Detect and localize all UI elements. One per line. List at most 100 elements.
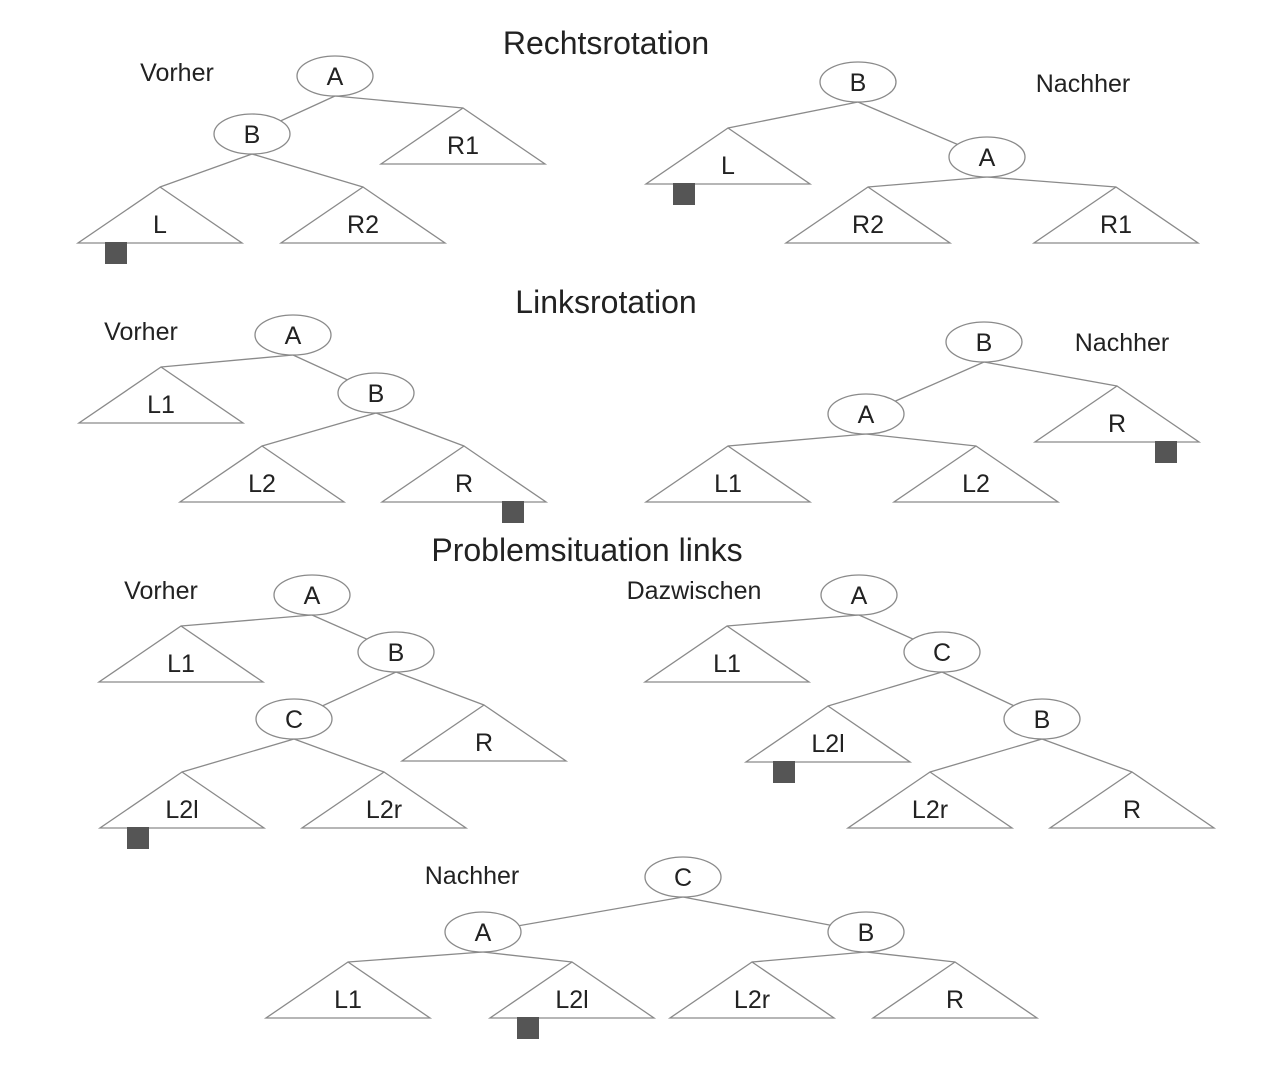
subtree: L2l xyxy=(743,705,913,783)
subtree: L2 xyxy=(177,445,347,503)
node-label: B xyxy=(858,919,875,947)
node-ellipse xyxy=(1003,698,1081,740)
subtree-triangle xyxy=(278,186,448,244)
node-label: A xyxy=(475,919,492,947)
tree-edge xyxy=(395,671,485,706)
subtree-triangle xyxy=(1047,771,1217,829)
tree-node: A xyxy=(273,574,351,616)
subtree-label: L xyxy=(721,152,735,180)
tree-edge xyxy=(482,951,573,963)
subtree-triangle xyxy=(96,625,266,683)
tree-edge xyxy=(929,738,1043,773)
tree-node: A xyxy=(296,55,374,97)
tree-rechts-vorher: A B R1L R2 xyxy=(75,55,548,264)
subtree-label: L1 xyxy=(713,650,741,678)
subtree: R1 xyxy=(378,107,548,165)
tree-edge xyxy=(1041,738,1133,773)
tree-edge xyxy=(181,738,295,773)
subtree-label: L2r xyxy=(912,796,948,824)
node-ellipse xyxy=(213,113,291,155)
tree-edges xyxy=(726,614,1133,773)
caption-problem-nachher: Nachher xyxy=(425,862,520,890)
subtree: L1 xyxy=(96,625,266,683)
subtree: L2r xyxy=(299,771,469,829)
tree-node: B xyxy=(1003,698,1081,740)
subtree-triangle xyxy=(299,771,469,829)
node-label: C xyxy=(285,706,303,734)
node-label: A xyxy=(285,322,302,350)
subtree-triangle xyxy=(75,186,245,244)
node-label: A xyxy=(858,401,875,429)
subtree-triangle xyxy=(1032,385,1202,443)
subtree-label: L2 xyxy=(962,470,990,498)
caption-problem-dazwischen: Dazwischen xyxy=(627,577,762,605)
subtree: L2 xyxy=(891,445,1061,503)
tree-edge xyxy=(827,671,943,707)
subtree-triangle xyxy=(97,771,267,829)
node-ellipse xyxy=(296,55,374,97)
node-label: B xyxy=(976,329,993,357)
tree-node: B xyxy=(827,911,905,953)
node-label: B xyxy=(850,69,867,97)
title-linksrotation: Linksrotation xyxy=(515,284,696,320)
caption-rechts-nachher: Nachher xyxy=(1036,70,1131,98)
node-ellipse xyxy=(644,856,722,898)
subtree-label: L xyxy=(153,211,167,239)
tree-node: C xyxy=(903,631,981,673)
subtree-label: L2r xyxy=(734,986,770,1014)
node-ellipse xyxy=(948,136,1026,178)
subtree: R1 xyxy=(1031,186,1201,244)
node-label: B xyxy=(244,121,261,149)
subtree-triangle xyxy=(399,704,569,762)
node-label: A xyxy=(979,144,996,172)
node-ellipse xyxy=(337,372,415,414)
subtree-label: L2r xyxy=(366,796,402,824)
subtree-label: L2l xyxy=(165,796,198,824)
caption-problem-vorher: Vorher xyxy=(124,577,198,605)
subtree: R xyxy=(379,445,549,523)
tree-edge xyxy=(159,153,253,188)
tree-edge xyxy=(726,614,860,627)
node-ellipse xyxy=(357,631,435,673)
subtree-label: L2l xyxy=(555,986,588,1014)
node-ellipse xyxy=(273,574,351,616)
subtree-triangle xyxy=(76,366,246,424)
caption-links-vorher: Vorher xyxy=(104,318,178,346)
subtree-label: R xyxy=(455,470,473,498)
subtree-triangle xyxy=(643,445,813,503)
subtree-label: L1 xyxy=(334,986,362,1014)
subtree-triangle xyxy=(891,445,1061,503)
subtree-label: R xyxy=(1123,796,1141,824)
node-label: A xyxy=(304,582,321,610)
tree-node: B xyxy=(819,61,897,103)
node-ellipse xyxy=(903,631,981,673)
subtree: L1 xyxy=(76,366,246,424)
node-label: A xyxy=(327,63,344,91)
tree-edge xyxy=(986,176,1117,188)
tree-node: C xyxy=(255,698,333,740)
node-label: C xyxy=(674,864,692,892)
tree-node: A xyxy=(827,393,905,435)
subtree-triangle xyxy=(783,186,953,244)
subtree: R2 xyxy=(278,186,448,244)
insertion-marker xyxy=(517,1017,539,1039)
subtree-triangle xyxy=(643,127,813,185)
node-ellipse xyxy=(819,61,897,103)
caption-rechts-vorher: Vorher xyxy=(140,59,214,87)
tree-node: C xyxy=(644,856,722,898)
tree-edge xyxy=(261,412,377,447)
subtree: R2 xyxy=(783,186,953,244)
subtree: L xyxy=(75,186,245,264)
subtree-label: R1 xyxy=(447,132,479,160)
subtree-triangle xyxy=(870,961,1040,1019)
subtree-triangle xyxy=(177,445,347,503)
tree-edge xyxy=(251,153,364,188)
tree-edge xyxy=(293,738,385,773)
subtree-triangle xyxy=(642,625,812,683)
insertion-marker xyxy=(773,761,795,783)
